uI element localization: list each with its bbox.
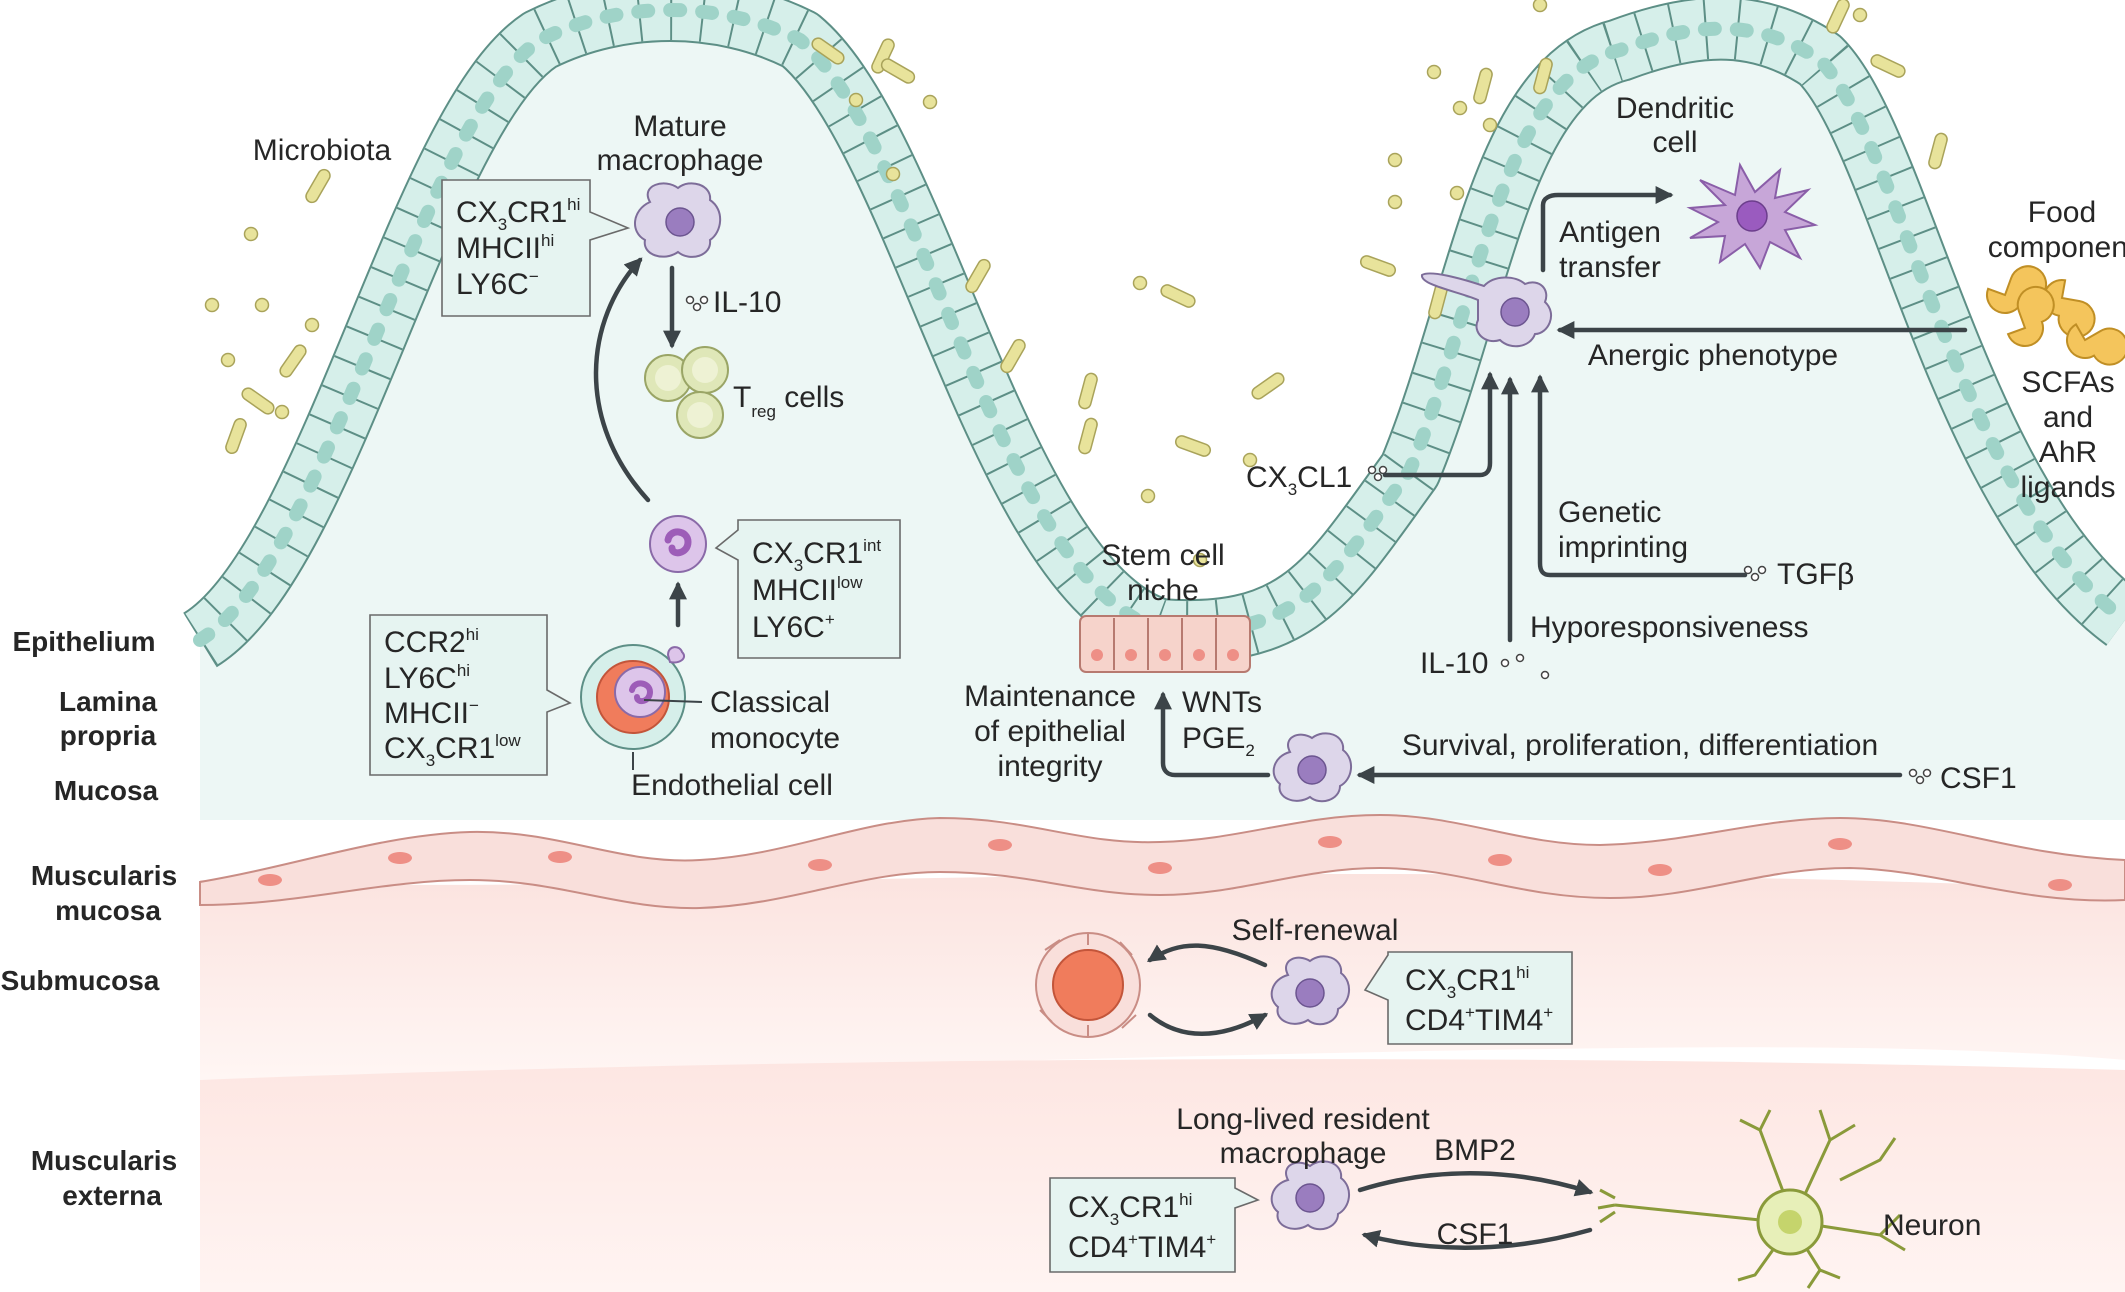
sub-marker-2: CD4+TIM4+ — [1405, 1003, 1553, 1037]
epithelium-layer — [181, 0, 2125, 673]
label-stem-1: Stem cell — [1101, 539, 1224, 572]
microbiota-bacteria — [204, 0, 1948, 568]
muscularis-externa-region — [200, 1059, 2125, 1292]
label-long-lived-1: Long-lived resident — [1176, 1103, 1430, 1136]
label-csf1-bottom: CSF1 — [1437, 1218, 1514, 1251]
label-scfas-3: AhR — [2039, 436, 2097, 469]
diagram-labels: Microbiota Mature macrophage IL-10 Treg … — [253, 92, 2125, 1251]
label-self-renewal: Self-renewal — [1232, 914, 1399, 947]
marker-box-submucosa: CX3CR1hi CD4+TIM4+ — [1363, 951, 1573, 1045]
label-food-1: Food — [2028, 196, 2096, 229]
cytokine-dots — [685, 295, 1932, 785]
label-mature-1: Mature — [633, 110, 726, 143]
label-wnts: WNTs — [1182, 686, 1262, 719]
intermediate-macrophage-cell — [649, 515, 707, 573]
classical-monocyte-vessel — [580, 644, 686, 750]
label-antigen-2: transfer — [1559, 251, 1661, 284]
layer-lamina-propria-2: propria — [60, 720, 157, 751]
mature-marker-3: LY6C− — [456, 267, 539, 301]
label-bmp2: BMP2 — [1434, 1134, 1516, 1167]
label-pge2: PGE2 — [1182, 722, 1255, 760]
tissue-background — [200, 873, 2125, 1292]
ext-marker-1: CX3CR1hi — [1068, 1190, 1192, 1229]
mature-marker-1: CX3CR1hi — [456, 195, 580, 234]
label-genetic-2: imprinting — [1558, 531, 1688, 564]
label-long-lived-2: macrophage — [1220, 1137, 1387, 1170]
mature-macrophage-cell — [634, 182, 722, 258]
label-survival: Survival, proliferation, differentiation — [1402, 729, 1878, 762]
sub-marker-1: CX3CR1hi — [1405, 963, 1529, 1002]
neuron-cell — [1597, 1109, 1906, 1289]
layer-muscularis-mucosa-1: Muscularis — [31, 860, 177, 891]
label-antigen-1: Antigen — [1559, 216, 1661, 249]
label-tgfb: TGFβ — [1777, 558, 1854, 591]
label-microbiota: Microbiota — [253, 134, 392, 167]
marker-box-intermediate: CX3CR1int MHCIIlow LY6C+ — [714, 519, 901, 659]
marker-box-mature: CX3CR1hi MHCIIhi LY6C− — [441, 179, 631, 317]
label-classical-1: Classical — [710, 686, 830, 719]
marker-box-externa: CX3CR1hi CD4+TIM4+ — [1049, 1177, 1261, 1273]
label-neuron: Neuron — [1883, 1209, 1981, 1242]
stem-cells — [1079, 615, 1251, 673]
layer-muscularis-mucosa-2: mucosa — [55, 895, 161, 926]
muscularis-mucosa-band — [199, 813, 2125, 910]
layer-mucosa: Mucosa — [54, 775, 159, 806]
ext-marker-2: CD4+TIM4+ — [1068, 1230, 1216, 1264]
label-scfas-1: SCFAs — [2021, 366, 2114, 399]
label-il10-mid: IL-10 — [1420, 647, 1488, 680]
label-food-2: component — [1988, 231, 2125, 264]
label-genetic-1: Genetic — [1558, 496, 1661, 529]
layer-lamina-propria-1: Lamina — [59, 686, 157, 717]
label-csf1-mid: CSF1 — [1940, 762, 2017, 795]
label-scfas-4: ligands — [2020, 471, 2115, 504]
label-maint-1: Maintenance — [964, 680, 1136, 713]
label-dendritic-1: Dendritic — [1616, 92, 1734, 125]
label-treg: Treg cells — [733, 381, 844, 421]
layer-epithelium: Epithelium — [12, 626, 155, 657]
submucosa-blood-vessel — [1035, 932, 1141, 1038]
label-hypo: Hyporesponsiveness — [1530, 611, 1808, 644]
int-marker-3: LY6C+ — [752, 610, 835, 644]
layer-submucosa: Submucosa — [1, 965, 160, 996]
mature-marker-2: MHCIIhi — [456, 231, 554, 265]
submucosa-macrophage-cell — [1270, 955, 1350, 1026]
lamina-propria-macrophage-cell — [1272, 732, 1352, 803]
submucosa-region — [200, 873, 2125, 1080]
food-component-icons — [1986, 265, 2125, 366]
mono-marker-3: MHCII− — [384, 696, 479, 730]
layer-muscularis-externa-2: externa — [62, 1180, 162, 1211]
label-scfas-2: and — [2043, 401, 2093, 434]
label-maint-2: of epithelial — [974, 715, 1126, 748]
layer-muscularis-externa-1: Muscularis — [31, 1145, 177, 1176]
label-cx3cl1: CX3CL1 — [1246, 461, 1352, 499]
label-dendritic-2: cell — [1652, 126, 1697, 159]
label-endothelial: Endothelial cell — [631, 769, 833, 802]
label-mature-2: macrophage — [597, 144, 764, 177]
mono-marker-1: CCR2hi — [384, 625, 479, 659]
marker-box-monocyte: CCR2hi LY6Chi MHCII− CX3CR1low — [369, 614, 572, 776]
mono-marker-2: LY6Chi — [384, 661, 470, 695]
treg-cells — [644, 346, 729, 439]
villus-macrophage-cell — [1421, 272, 1552, 348]
label-il10-top: IL-10 — [713, 286, 781, 319]
label-classical-2: monocyte — [710, 722, 840, 755]
arrows — [593, 186, 1968, 1250]
layer-labels: Epithelium Lamina propria Mucosa Muscula… — [1, 626, 177, 1211]
int-marker-1: CX3CR1int — [752, 536, 881, 575]
dendritic-cell — [1686, 162, 1819, 271]
label-anergic: Anergic phenotype — [1588, 339, 1838, 372]
resident-macrophage-cell — [1270, 1160, 1350, 1231]
label-maint-3: integrity — [997, 750, 1102, 783]
label-stem-2: niche — [1127, 574, 1199, 607]
